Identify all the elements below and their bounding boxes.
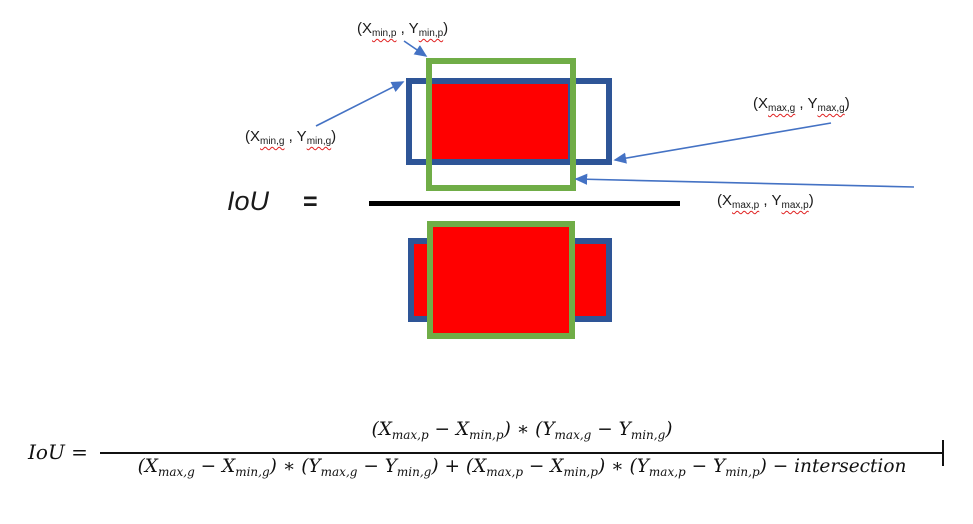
formula-segment: max,p bbox=[391, 428, 429, 442]
label-max-g: (Xmax,g , Ymax,g) bbox=[753, 95, 850, 114]
label-part: (X bbox=[753, 95, 768, 112]
formula-segment: ) − intersection bbox=[759, 456, 907, 477]
prediction-box-top bbox=[426, 58, 576, 191]
formula-segment: min,g bbox=[235, 465, 270, 479]
label-subscript: min,p bbox=[418, 28, 444, 39]
label-subscript: max,g bbox=[768, 103, 796, 114]
label-part: , Y bbox=[396, 20, 419, 37]
label-part: ) bbox=[844, 95, 850, 112]
equals-sign: = bbox=[303, 188, 318, 216]
formula-segment: (X bbox=[137, 456, 158, 477]
iou-text: IoU bbox=[227, 186, 270, 216]
label-part: , Y bbox=[795, 95, 818, 112]
formula-segment: max,g bbox=[320, 465, 358, 479]
label-part: ) bbox=[331, 128, 337, 145]
label-max-p: (Xmax,p , Ymax,p) bbox=[717, 192, 814, 211]
label-part: ) bbox=[808, 192, 814, 209]
formula-cursor bbox=[942, 440, 944, 466]
label-part: ) bbox=[443, 20, 449, 37]
label-min-p: (Xmin,p , Ymin,p) bbox=[357, 20, 448, 39]
formula-lhs: IoU = bbox=[28, 440, 88, 464]
formula-denominator: (Xmax,g − Xmin,g) ∗ (Ymax,g − Ymin,g) + … bbox=[100, 456, 944, 479]
formula-segment: − Y bbox=[591, 419, 631, 440]
formula-segment: ) bbox=[665, 419, 673, 440]
arrow-to-prediction-topleft bbox=[403, 40, 428, 57]
label-part: (X bbox=[357, 20, 372, 37]
label-part: , Y bbox=[284, 128, 307, 145]
arrow-to-groundtruth-bottomright bbox=[613, 122, 832, 164]
formula-numerator: (Xmax,p − Xmin,p) ∗ (Ymax,g − Ymin,g) bbox=[100, 419, 944, 442]
formula-segment: min,g bbox=[630, 428, 666, 442]
formula-segment: − X bbox=[428, 419, 470, 440]
label-subscript: min,g bbox=[306, 136, 332, 147]
fraction-bar-visual bbox=[369, 201, 680, 206]
prediction-box-bottom bbox=[427, 221, 575, 339]
label-part: (X bbox=[717, 192, 732, 209]
label-subscript: min,g bbox=[260, 136, 285, 147]
formula-segment: max,g bbox=[554, 428, 592, 442]
label-part: , Y bbox=[759, 192, 782, 209]
formula-segment: − Y bbox=[357, 456, 397, 477]
arrow-to-groundtruth-topleft bbox=[315, 81, 405, 127]
formula-segment: (X bbox=[371, 419, 392, 440]
formula-segment: − X bbox=[523, 456, 564, 477]
formula-segment: ) ∗ (Y bbox=[597, 456, 649, 477]
formula-segment: − Y bbox=[685, 456, 726, 477]
formula-segment: max,g bbox=[157, 465, 195, 479]
label-subscript: max,g bbox=[817, 103, 845, 114]
ground-truth-box-top bbox=[406, 78, 612, 165]
label-min-g: (Xmin,g , Ymin,g) bbox=[245, 128, 336, 147]
label-subscript: max,p bbox=[732, 200, 760, 211]
formula-segment: min,p bbox=[469, 428, 504, 442]
label-part: (X bbox=[245, 128, 260, 145]
formula-segment: ) + (X bbox=[431, 456, 487, 477]
formula-segment: max,p bbox=[648, 465, 686, 479]
formula-segment: ) ∗ (Y bbox=[503, 419, 555, 440]
label-subscript: max,p bbox=[781, 200, 809, 211]
formula-segment: min,p bbox=[563, 465, 598, 479]
formula-fraction-bar bbox=[100, 452, 944, 454]
formula-segment: ) ∗ (Y bbox=[269, 456, 321, 477]
arrow-to-prediction-bottomright bbox=[574, 173, 915, 188]
formula-segment: min,p bbox=[725, 465, 760, 479]
formula-segment: − X bbox=[194, 456, 236, 477]
label-subscript: min,p bbox=[372, 28, 397, 39]
formula-segment: min,g bbox=[396, 465, 432, 479]
formula-segment: max,p bbox=[486, 465, 524, 479]
